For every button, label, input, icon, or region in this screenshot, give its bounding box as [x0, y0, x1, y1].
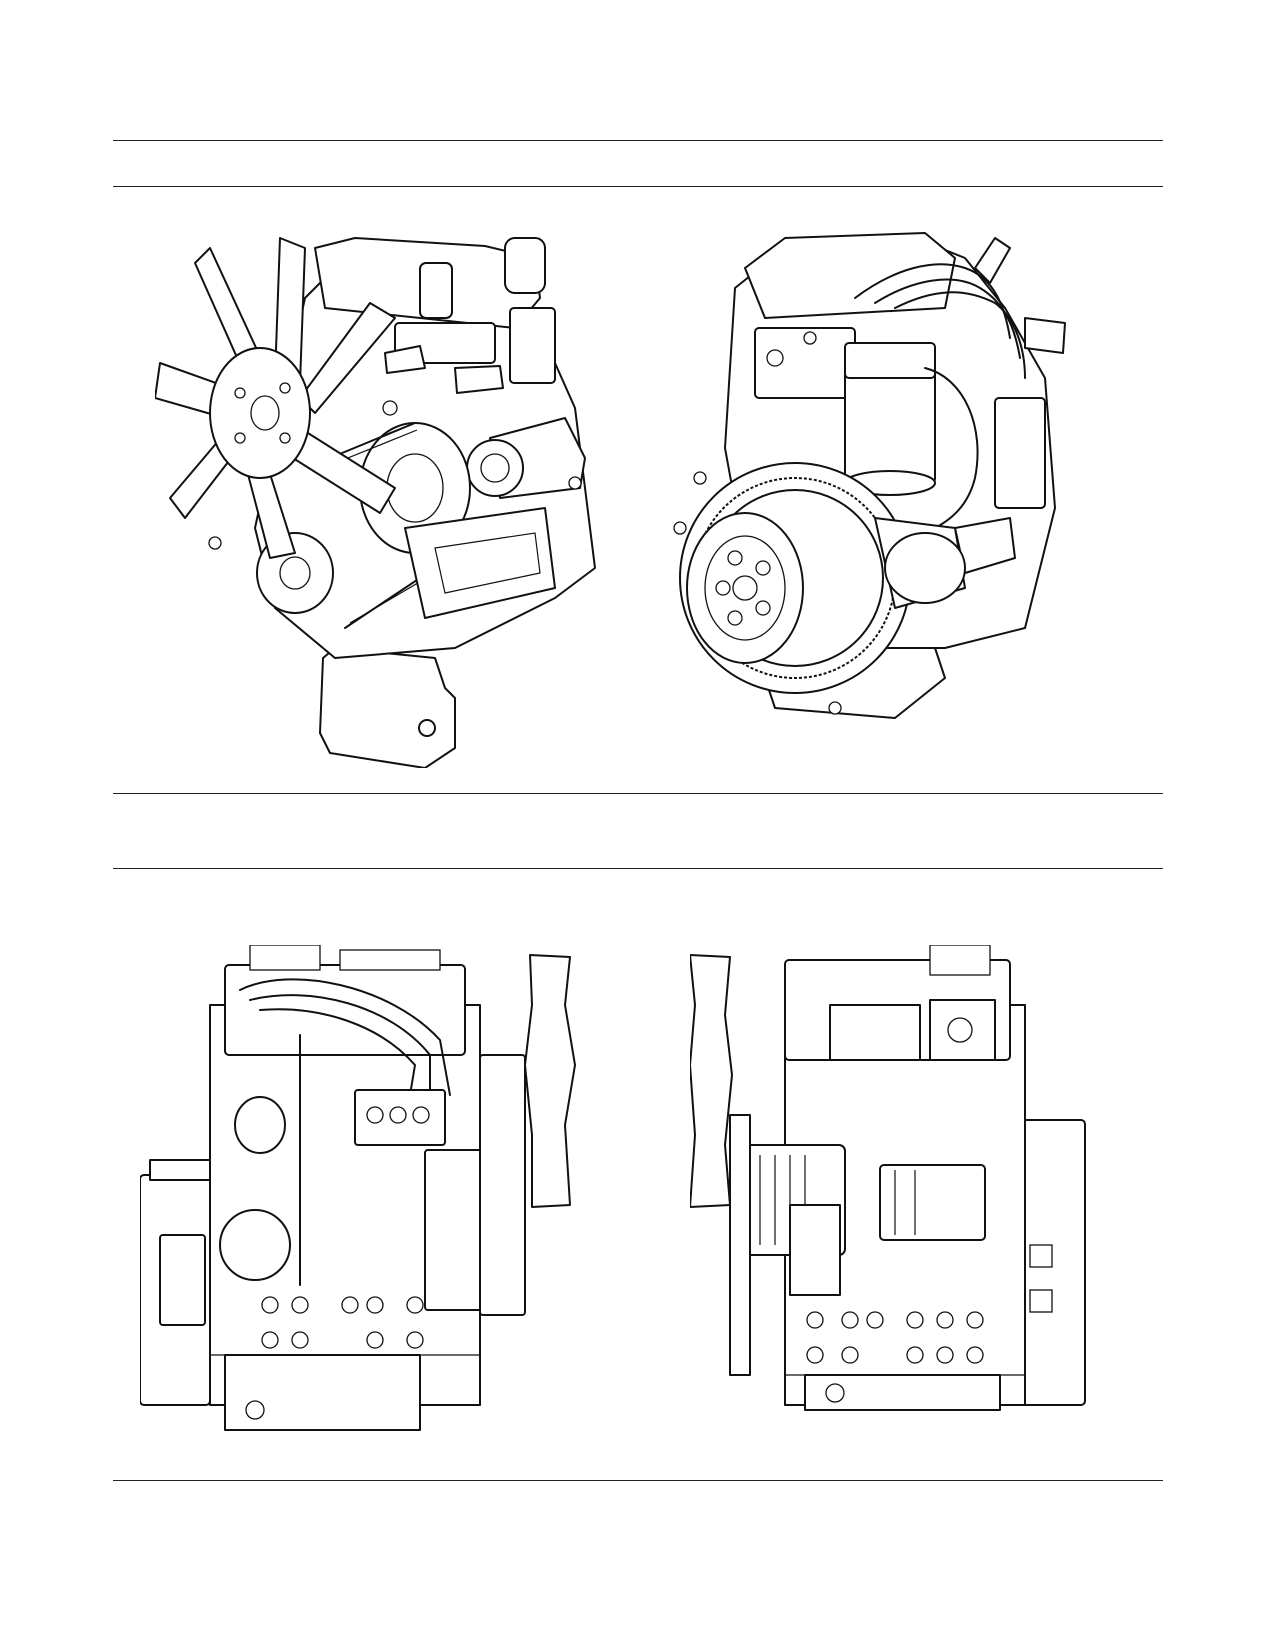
bottom-caption	[113, 795, 1163, 867]
middle-rule-1	[113, 793, 1163, 794]
engine-front-isometric-drawing	[155, 228, 625, 768]
engine-rear-isometric-drawing	[665, 228, 1105, 748]
top-rule-1	[113, 140, 1163, 141]
bottom-rule	[113, 1480, 1163, 1481]
engine-right-side-view-drawing	[690, 945, 1100, 1415]
top-rule-2	[113, 186, 1163, 187]
middle-rule-2	[113, 868, 1163, 869]
engine-left-side-view-drawing	[140, 945, 580, 1435]
top-caption	[113, 142, 1163, 186]
